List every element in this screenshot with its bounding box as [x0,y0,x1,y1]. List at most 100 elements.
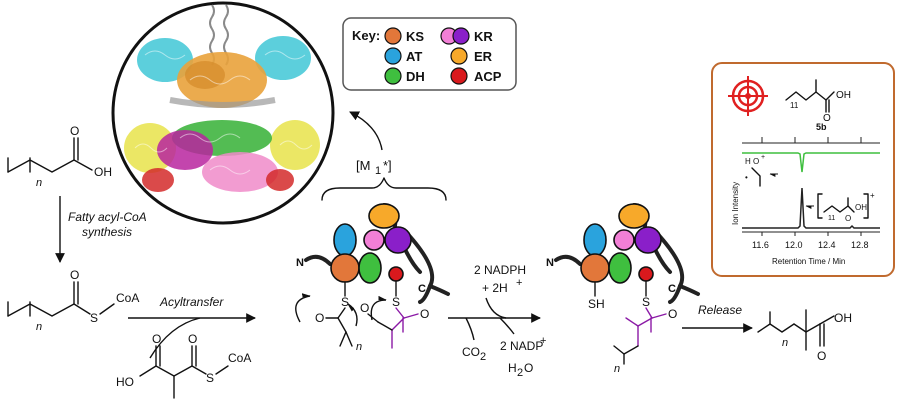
fragment-o: O [753,157,759,166]
top-axis [742,137,880,144]
kr-domain-dark [634,226,662,254]
at-domain [583,223,607,257]
target-icon [728,76,768,116]
radical-dot: • [745,173,748,182]
compound-5b-structure: 11 OH O 5b [785,79,851,132]
hydroxyl-label: OH [834,311,852,325]
ho-label: HO [116,375,134,389]
acp-thiol-s: S [642,295,650,309]
n-subscript: n [614,363,620,375]
m1-label: [M [356,158,370,173]
key-title: Key: [352,28,380,43]
compound-label: 5b [816,122,827,132]
ion-subscript: 11 [828,215,835,222]
carbonyl-o: O [70,268,79,282]
nadp-sup: + [540,335,546,347]
coa-label: CoA [116,291,139,305]
molecular-ion: 11 OH O + [805,191,875,223]
domain-key: Key: KS AT DH KR ER ACP [342,17,517,91]
acp-domain [638,266,654,282]
at-domain [333,223,357,257]
protein-structure-figure [111,1,335,225]
h-plus-sup: + [516,277,522,289]
fatty-acyl-coa-structure: n O S CoA [7,268,139,333]
hydroxyl-label: OH [836,90,851,101]
carbonyl-o: O [823,113,831,124]
tick-label-2: 12.0 [785,240,803,250]
green-trace [742,152,880,173]
key-label-kr: KR [474,29,493,44]
h-plus-label: + 2H [482,281,508,295]
hydroxyl-label: OH [94,165,112,179]
tick-label-4: 12.8 [851,240,869,250]
nadp-label: 2 NADP [500,339,543,353]
h2o-label: H [508,361,517,375]
nadph-curve [485,297,507,319]
methylmalonyl-coa-structure: HO O O S CoA [116,332,251,399]
c-terminus: C [418,283,426,295]
co2-subscript: 2 [480,351,486,363]
acp-swatch [450,67,468,85]
acp-carbonyl-o: O [420,307,429,321]
module-1-product: N C SH S O n [546,203,700,375]
kr-domain-light [613,229,635,251]
fragment-plus: + [761,154,765,161]
dh-swatch [384,67,402,85]
ks-sh: SH [588,297,605,311]
carbonyl-o: O [70,124,79,138]
nadp-curve [499,317,515,335]
ion-plus: + [870,191,875,200]
gcms-inset: 11 OH O 5b H O + • [711,62,895,277]
tick-label-1: 11.6 [752,240,769,250]
chain-length-subscript: 11 [790,101,799,110]
key-label-ks: KS [406,29,424,44]
fatty-acid-structure: n O OH [7,124,112,189]
kr-domain-light [363,229,385,251]
key-label-at: AT [406,49,422,64]
er-swatch [450,47,468,65]
co2-curve [465,317,475,341]
n-subscript: n [36,177,42,189]
n-subscript: n [36,321,42,333]
er-domain [618,203,650,229]
ks-domain [330,253,360,283]
h2o-subscript: 2 [517,367,523,379]
dh-domain [358,252,382,284]
tick-label-3: 12.4 [818,240,836,250]
key-label-er: ER [474,49,493,64]
methylmalonyl-input-curve [149,317,201,359]
x-ticks [761,232,862,236]
kr-domain-dark [384,226,412,254]
ks-carbonyl-o: O [315,311,324,325]
thioester-s: S [206,371,214,385]
n-subscript: n [782,337,788,349]
ks-swatch [384,27,402,45]
h2o-label-end: O [524,361,533,375]
m1-subscript: 1 [375,165,381,177]
arrow-to-structure [349,111,383,151]
y-axis-label: Ion Intensity [731,182,740,225]
key-label-dh: DH [406,69,425,84]
co2-label: CO [462,345,480,359]
n-subscript: n [356,341,362,353]
nadph-label: 2 NADPH [474,263,526,277]
released-product-structure: n OH O [757,309,852,363]
x-axis-label: Retention Time / Min [772,257,845,266]
ks-thiol-s: S [341,295,349,309]
fragment-h: H [745,157,751,166]
ion-o: O [845,214,851,223]
carboxylate-o: O [360,301,369,315]
n-terminus: N [546,257,554,269]
acp-thiol-s: S [392,295,400,309]
carbonyl-o-2: O [188,332,197,346]
fatty-step-label-1: Fatty acyl-CoA [68,210,147,224]
carbonyl-o-1: O [152,332,161,346]
acyltransfer-label: Acyltransfer [159,295,224,309]
er-domain [368,203,400,229]
module-1: [M 1 *] N C S O n S O [295,158,450,353]
fragment-ion: H O + • [745,154,778,187]
black-trace [742,187,880,229]
acp-carbonyl-o: O [668,307,677,321]
key-label-acp: ACP [474,69,502,84]
